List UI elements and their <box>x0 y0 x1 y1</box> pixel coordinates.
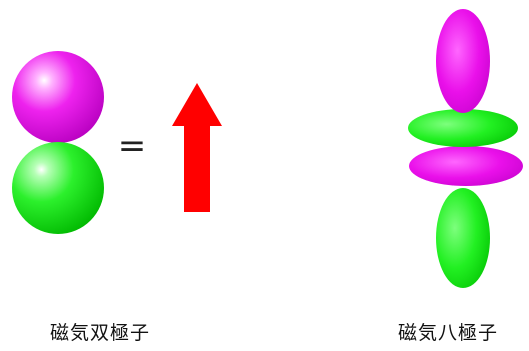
octupole-magenta-top-lobe <box>436 9 490 113</box>
dipole-spheres <box>12 51 104 234</box>
octupole-green-upper-disc <box>408 109 518 147</box>
octupole-label: 磁気八極子 <box>398 322 499 344</box>
dipole-green-sphere <box>12 142 104 234</box>
octupole-magenta-lower-disc <box>409 146 523 186</box>
dipole-magenta-sphere <box>12 51 104 143</box>
dipole-label: 磁気双極子 <box>50 322 151 344</box>
octupole-green-bottom-lobe <box>436 188 490 288</box>
octupole-lobes <box>408 9 523 288</box>
magnetic-moment-arrow-icon <box>172 83 222 212</box>
equals-sign: = <box>118 126 147 166</box>
